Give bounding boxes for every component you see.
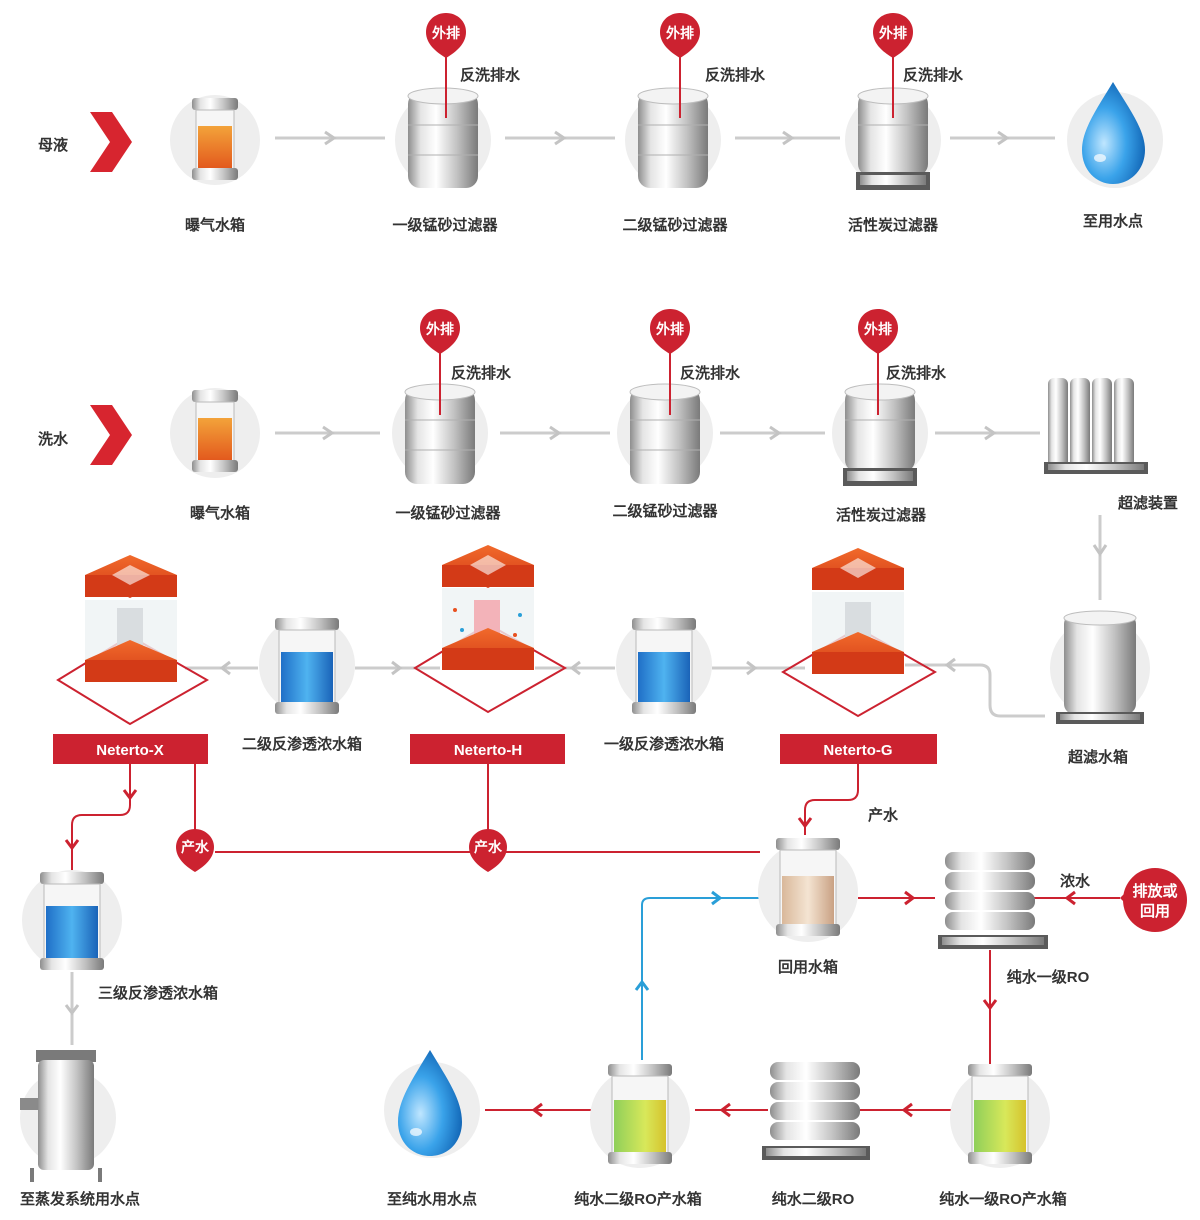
- node-label: 二级锰砂过滤器: [612, 502, 718, 520]
- svg-text:外排: 外排: [864, 321, 892, 337]
- node-label: 纯水二级RO: [772, 1190, 855, 1208]
- discharge-pin: 外排: [650, 309, 690, 415]
- svg-text:回用: 回用: [1140, 903, 1170, 920]
- backwash-label: 反洗排水: [460, 66, 521, 84]
- neterto-x-banner: Neterto-X: [53, 734, 208, 764]
- node-label: 至用水点: [1083, 212, 1143, 230]
- product-water-pin: 产水: [176, 829, 214, 872]
- discharge-pin: 外排: [426, 13, 466, 118]
- node-label: 一级锰砂过滤器: [392, 216, 498, 234]
- svg-text:Neterto-H: Neterto-H: [454, 742, 522, 759]
- row2-connectors: [275, 431, 1102, 600]
- backwash-label: 反洗排水: [903, 66, 964, 84]
- neterto-x-module-icon: [56, 555, 210, 726]
- primary-concentrate-tank-icon: [616, 617, 712, 714]
- backwash-label: 反洗排水: [451, 364, 512, 382]
- node-label: 超滤水箱: [1067, 748, 1128, 766]
- node-label: 曝气水箱: [185, 216, 245, 234]
- row-label-mother: 母液: [38, 136, 69, 154]
- ultrafiltration-unit-icon: [1044, 378, 1148, 474]
- discharge-pin: 外排: [420, 309, 460, 415]
- node-label: 纯水一级RO: [1007, 968, 1090, 986]
- node-label: 活性炭过滤器: [836, 506, 927, 524]
- node-label: 纯水二级RO产水箱: [574, 1190, 702, 1208]
- svg-text:产水: 产水: [181, 839, 210, 855]
- node-label: 至蒸发系统用水点: [20, 1190, 140, 1208]
- discharge-pin: 外排: [858, 309, 898, 415]
- node-label: 至纯水用水点: [387, 1190, 477, 1208]
- node-label: 曝气水箱: [190, 504, 250, 522]
- row-arrow-wash: [90, 405, 132, 465]
- svg-text:Neterto-X: Neterto-X: [96, 742, 164, 759]
- discharge-pin: 外排: [873, 13, 913, 118]
- reuse-tank-icon: [758, 838, 858, 942]
- concentrate-label: 浓水: [1060, 872, 1091, 890]
- manganese-filter-2-icon: [625, 87, 721, 188]
- node-label: 三级反渗透浓水箱: [98, 984, 218, 1002]
- node-label: 二级锰砂过滤器: [622, 216, 728, 234]
- manganese-filter-1-icon: [392, 383, 488, 484]
- svg-text:外排: 外排: [656, 321, 684, 337]
- node-label: 超滤装置: [1117, 494, 1178, 512]
- svg-text:外排: 外排: [426, 321, 454, 337]
- svg-text:外排: 外排: [666, 25, 694, 41]
- neterto-h-module-icon: [413, 545, 568, 714]
- neterto-g-module-icon: [781, 548, 938, 718]
- node-label: 纯水一级RO产水箱: [939, 1190, 1067, 1208]
- pure-ro2-membrane-icon: [762, 1062, 870, 1160]
- backwash-label: 反洗排水: [705, 66, 766, 84]
- manganese-filter-2-icon: [617, 383, 713, 484]
- node-label: 一级反渗透浓水箱: [604, 735, 724, 753]
- pure-ro1-membrane-icon: [938, 852, 1048, 949]
- svg-text:Neterto-G: Neterto-G: [823, 742, 892, 759]
- pure-water-drop-icon: [384, 1050, 480, 1158]
- evaporator-connector: [64, 972, 80, 1045]
- blue-return-line: [641, 897, 760, 1060]
- node-label: 一级锰砂过滤器: [395, 504, 501, 522]
- activated-carbon-filter-icon: [845, 87, 941, 190]
- backwash-label: 反洗排水: [886, 364, 947, 382]
- aeration-tank-icon: [170, 95, 260, 185]
- node-label: 二级反渗透浓水箱: [242, 735, 362, 753]
- backwash-label: 反洗排水: [680, 364, 741, 382]
- svg-text:产水: 产水: [474, 839, 503, 855]
- node-label: 回用水箱: [778, 958, 838, 976]
- aeration-tank-icon: [170, 388, 260, 478]
- product-water-label: 产水: [868, 806, 899, 824]
- discharge-pin: 外排: [660, 13, 700, 118]
- activated-carbon-filter-icon: [832, 383, 928, 486]
- secondary-concentrate-tank-icon: [259, 617, 355, 714]
- water-drop-icon: [1067, 82, 1163, 188]
- uf-water-tank-icon: [1050, 610, 1150, 724]
- evaporator-icon: [20, 1050, 116, 1182]
- pure-ro2-product-tank-icon: [590, 1064, 690, 1168]
- neterto-h-banner: Neterto-H: [410, 734, 565, 764]
- svg-text:外排: 外排: [879, 25, 907, 41]
- red-arrowheads: [64, 789, 1076, 1118]
- row-arrow-mother: [90, 112, 132, 172]
- discharge-or-reuse-badge: 排放或 回用: [1120, 868, 1187, 932]
- svg-text:排放或: 排放或: [1132, 882, 1177, 900]
- manganese-filter-1-icon: [395, 87, 491, 188]
- row-label-wash: 洗水: [38, 430, 69, 448]
- tertiary-concentrate-tank-icon: [22, 870, 122, 970]
- node-label: 活性炭过滤器: [848, 216, 939, 234]
- product-water-pin: 产水: [469, 829, 507, 872]
- pure-ro1-product-tank-icon: [950, 1064, 1050, 1168]
- neterto-g-banner: Neterto-G: [780, 734, 937, 764]
- svg-text:外排: 外排: [432, 25, 460, 41]
